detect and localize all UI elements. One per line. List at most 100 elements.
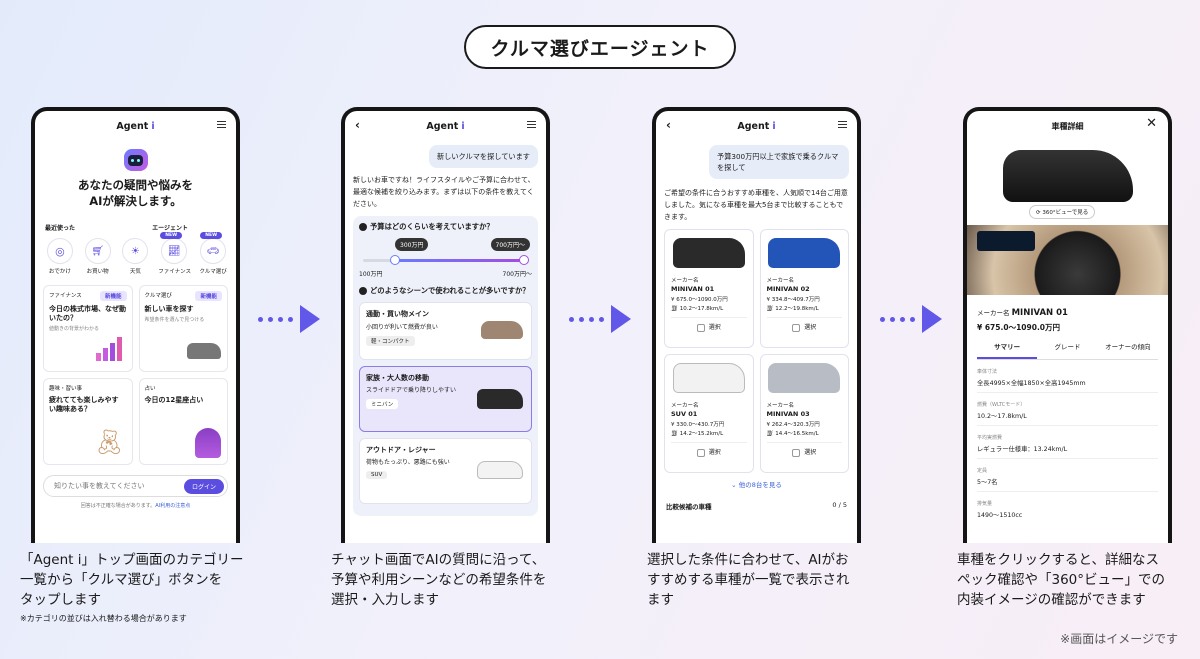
- car-exterior-image: ⟳ 360°ビューで見る: [967, 141, 1168, 221]
- agent-avatar-icon: [123, 149, 148, 171]
- fortune-teller-image: [195, 428, 221, 458]
- weather-icon: ☀: [122, 238, 149, 264]
- detail-header: 車種詳細 ✕: [1051, 116, 1158, 131]
- slider-low-label: 100万円: [359, 271, 383, 278]
- view-360-button[interactable]: ⟳ 360°ビューで見る: [1029, 205, 1096, 219]
- tab-owner-trends[interactable]: オーナーの傾向: [1105, 343, 1151, 351]
- price-range: 675.0〜1090.0万円: [984, 323, 1061, 332]
- phone-screen-detail: 車種詳細 ✕ ⟳ 360°ビューで見る メーカー名 MINIVAN 01 ¥ 6…: [963, 107, 1172, 543]
- user-message: 予算300万円以上で家族で乗るクルマを探して: [709, 145, 849, 179]
- car-card[interactable]: メーカー名 SUV 01 ¥ 330.0〜430.7万円 ⛽︎ 14.2〜15.…: [664, 354, 754, 473]
- car-grid: メーカー名 MINIVAN 01 ¥ 675.0〜1090.0万円 ⛽︎ 10.…: [656, 229, 857, 473]
- compact-car-image: [481, 321, 523, 339]
- tab-summary[interactable]: サマリー: [977, 341, 1038, 359]
- car-icon: 🚗︎: [200, 238, 227, 264]
- slider-knob-low[interactable]: [390, 255, 401, 265]
- back-icon[interactable]: ‹: [355, 118, 360, 132]
- detail-tabs: サマリー グレード オーナーの傾向: [977, 341, 1158, 360]
- chat-input-bar: ログイン: [43, 475, 228, 497]
- budget-slider[interactable]: 300万円 700万円〜 100万円 700万円〜: [359, 236, 532, 280]
- back-icon[interactable]: ‹: [666, 118, 671, 132]
- caption-step-2: チャット画面でAIの質問に沿って、予算や利用シーンなどの希望条件を選択・入力しま…: [331, 552, 547, 608]
- user-message: 新しいクルマを探しています: [428, 145, 538, 168]
- show-more-button[interactable]: ⌄ 他の8台を見る: [731, 481, 782, 489]
- step-arrow-1: [258, 305, 320, 333]
- question-icon: [359, 287, 367, 295]
- tab-grade[interactable]: グレード: [1054, 343, 1081, 351]
- select-checkbox[interactable]: 選択: [671, 317, 747, 332]
- card-hobby[interactable]: 趣味・習い事 疲れてても楽しみやすい趣味ある？ 🧸︎: [43, 378, 133, 465]
- shortcut-shopping[interactable]: 🛒︎ お買い物: [83, 238, 113, 275]
- caption-step-3: 選択した条件に合わせて、AIがおすすめする車種が一覧で表示されます: [647, 552, 850, 608]
- car-image: [768, 363, 841, 393]
- scene-option-outdoor[interactable]: アウトドア・レジャー 荷物もたっぷり、悪路にも強い SUV: [359, 438, 532, 504]
- card-fortune[interactable]: 占い 今日の12星座占い: [138, 378, 228, 465]
- car-image: [672, 363, 745, 393]
- slider-high-label: 700万円〜: [502, 271, 532, 278]
- minivan-image: [187, 343, 221, 359]
- disclaimer: 回答は不正確な場合があります。AI利用の注意点: [80, 503, 191, 509]
- step-arrow-3: [880, 305, 942, 333]
- shortcut-odekake[interactable]: ◎ おでかけ: [45, 238, 75, 275]
- shortcut-car[interactable]: NEW 🚗︎ クルマ選び: [199, 232, 227, 275]
- car-summary: メーカー名 MINIVAN 01: [977, 308, 1068, 318]
- menu-icon[interactable]: [527, 121, 536, 128]
- car-card[interactable]: メーカー名 MINIVAN 02 ¥ 334.8〜409.7万円 ⛽︎ 12.2…: [759, 229, 849, 348]
- car-card[interactable]: メーカー名 MINIVAN 03 ¥ 262.4〜320.3万円 ⛽︎ 14.4…: [759, 354, 849, 473]
- chat-input[interactable]: [54, 482, 164, 490]
- agent-label: エージェント: [152, 225, 188, 232]
- car-interior-image: [967, 225, 1168, 295]
- teddy-bear-image: 🧸︎: [94, 428, 125, 456]
- shortcut-row: ◎ おでかけ 🛒︎ お買い物 ☀ 天気 NEW 📈︎ ファイナンス NEW 🚗︎…: [35, 232, 236, 275]
- car-card[interactable]: メーカー名 MINIVAN 01 ¥ 675.0〜1090.0万円 ⛽︎ 10.…: [664, 229, 754, 348]
- slider-min-tag: 300万円: [395, 238, 429, 251]
- login-button[interactable]: ログイン: [183, 478, 224, 494]
- menu-icon[interactable]: [217, 121, 226, 128]
- cart-icon: 🛒︎: [84, 238, 111, 264]
- suv-image: [477, 461, 523, 479]
- select-checkbox[interactable]: 選択: [766, 442, 842, 457]
- spec-list: 車体寸法全長4995×全幅1850×全高1945mm 燃費（WLTCモード）10…: [967, 360, 1168, 524]
- question-icon: [359, 223, 367, 231]
- menu-icon[interactable]: [838, 121, 847, 128]
- step-arrow-2: [569, 305, 631, 333]
- car-image: [672, 238, 745, 268]
- shortcut-finance[interactable]: NEW 📈︎ ファイナンス: [158, 232, 192, 275]
- shortcut-weather[interactable]: ☀ 天気: [121, 238, 151, 275]
- car-image: [768, 238, 841, 268]
- minivan-image: [477, 389, 523, 409]
- ai-message: ご希望の条件に合うおすすめ車種を、人気順で14台ご用意しました。気になる車種を最…: [664, 189, 848, 221]
- scene-option-family[interactable]: 家族・大人数の移動 スライドドアで乗り降りしやすい ミニバン: [359, 366, 532, 432]
- caption-step-4: 車種をクリックすると、詳細なスペック確認や「360°ビュー」での内装イメージの確…: [957, 552, 1166, 608]
- bar-chart-icon: [95, 337, 122, 361]
- chart-icon: 📈︎: [161, 238, 188, 264]
- disclaimer-link[interactable]: AI利用の注意点: [155, 503, 191, 509]
- slider-fill: [395, 259, 524, 262]
- scene-option-commute[interactable]: 通勤・買い物メイン 小回りが利いて燃費が良い 軽・コンパクト: [359, 302, 532, 360]
- close-icon[interactable]: ✕: [1146, 116, 1157, 131]
- recent-label: 最近使った: [45, 225, 76, 232]
- slider-knob-high[interactable]: [519, 255, 529, 265]
- ai-message: 新しいお車ですね！ライフスタイルやご予算に合わせて、最適な候補を絞り込みます。ま…: [353, 176, 535, 208]
- select-checkbox[interactable]: 選択: [766, 317, 842, 332]
- image-disclaimer: ※画面はイメージです: [1060, 632, 1178, 646]
- card-car[interactable]: クルマ選び新機能 新しい車を探す 希望条件を選んで見つける: [138, 285, 228, 372]
- caption-step-1: 「Agent i」トップ画面のカテゴリー一覧から「クルマ選び」ボタンをタップしま…: [20, 552, 244, 623]
- card-finance[interactable]: ファイナンス新機能 今日の株式市場、なぜ動いたの？ 値動きの背景がわかる: [43, 285, 133, 372]
- select-checkbox[interactable]: 選択: [671, 442, 747, 457]
- page-title: クルマ選びエージェント: [464, 25, 736, 69]
- map-pin-icon: ◎: [46, 238, 73, 264]
- card-grid: ファイナンス新機能 今日の株式市場、なぜ動いたの？ 値動きの背景がわかる クルマ…: [35, 275, 236, 465]
- slider-max-tag: 700万円〜: [490, 238, 530, 251]
